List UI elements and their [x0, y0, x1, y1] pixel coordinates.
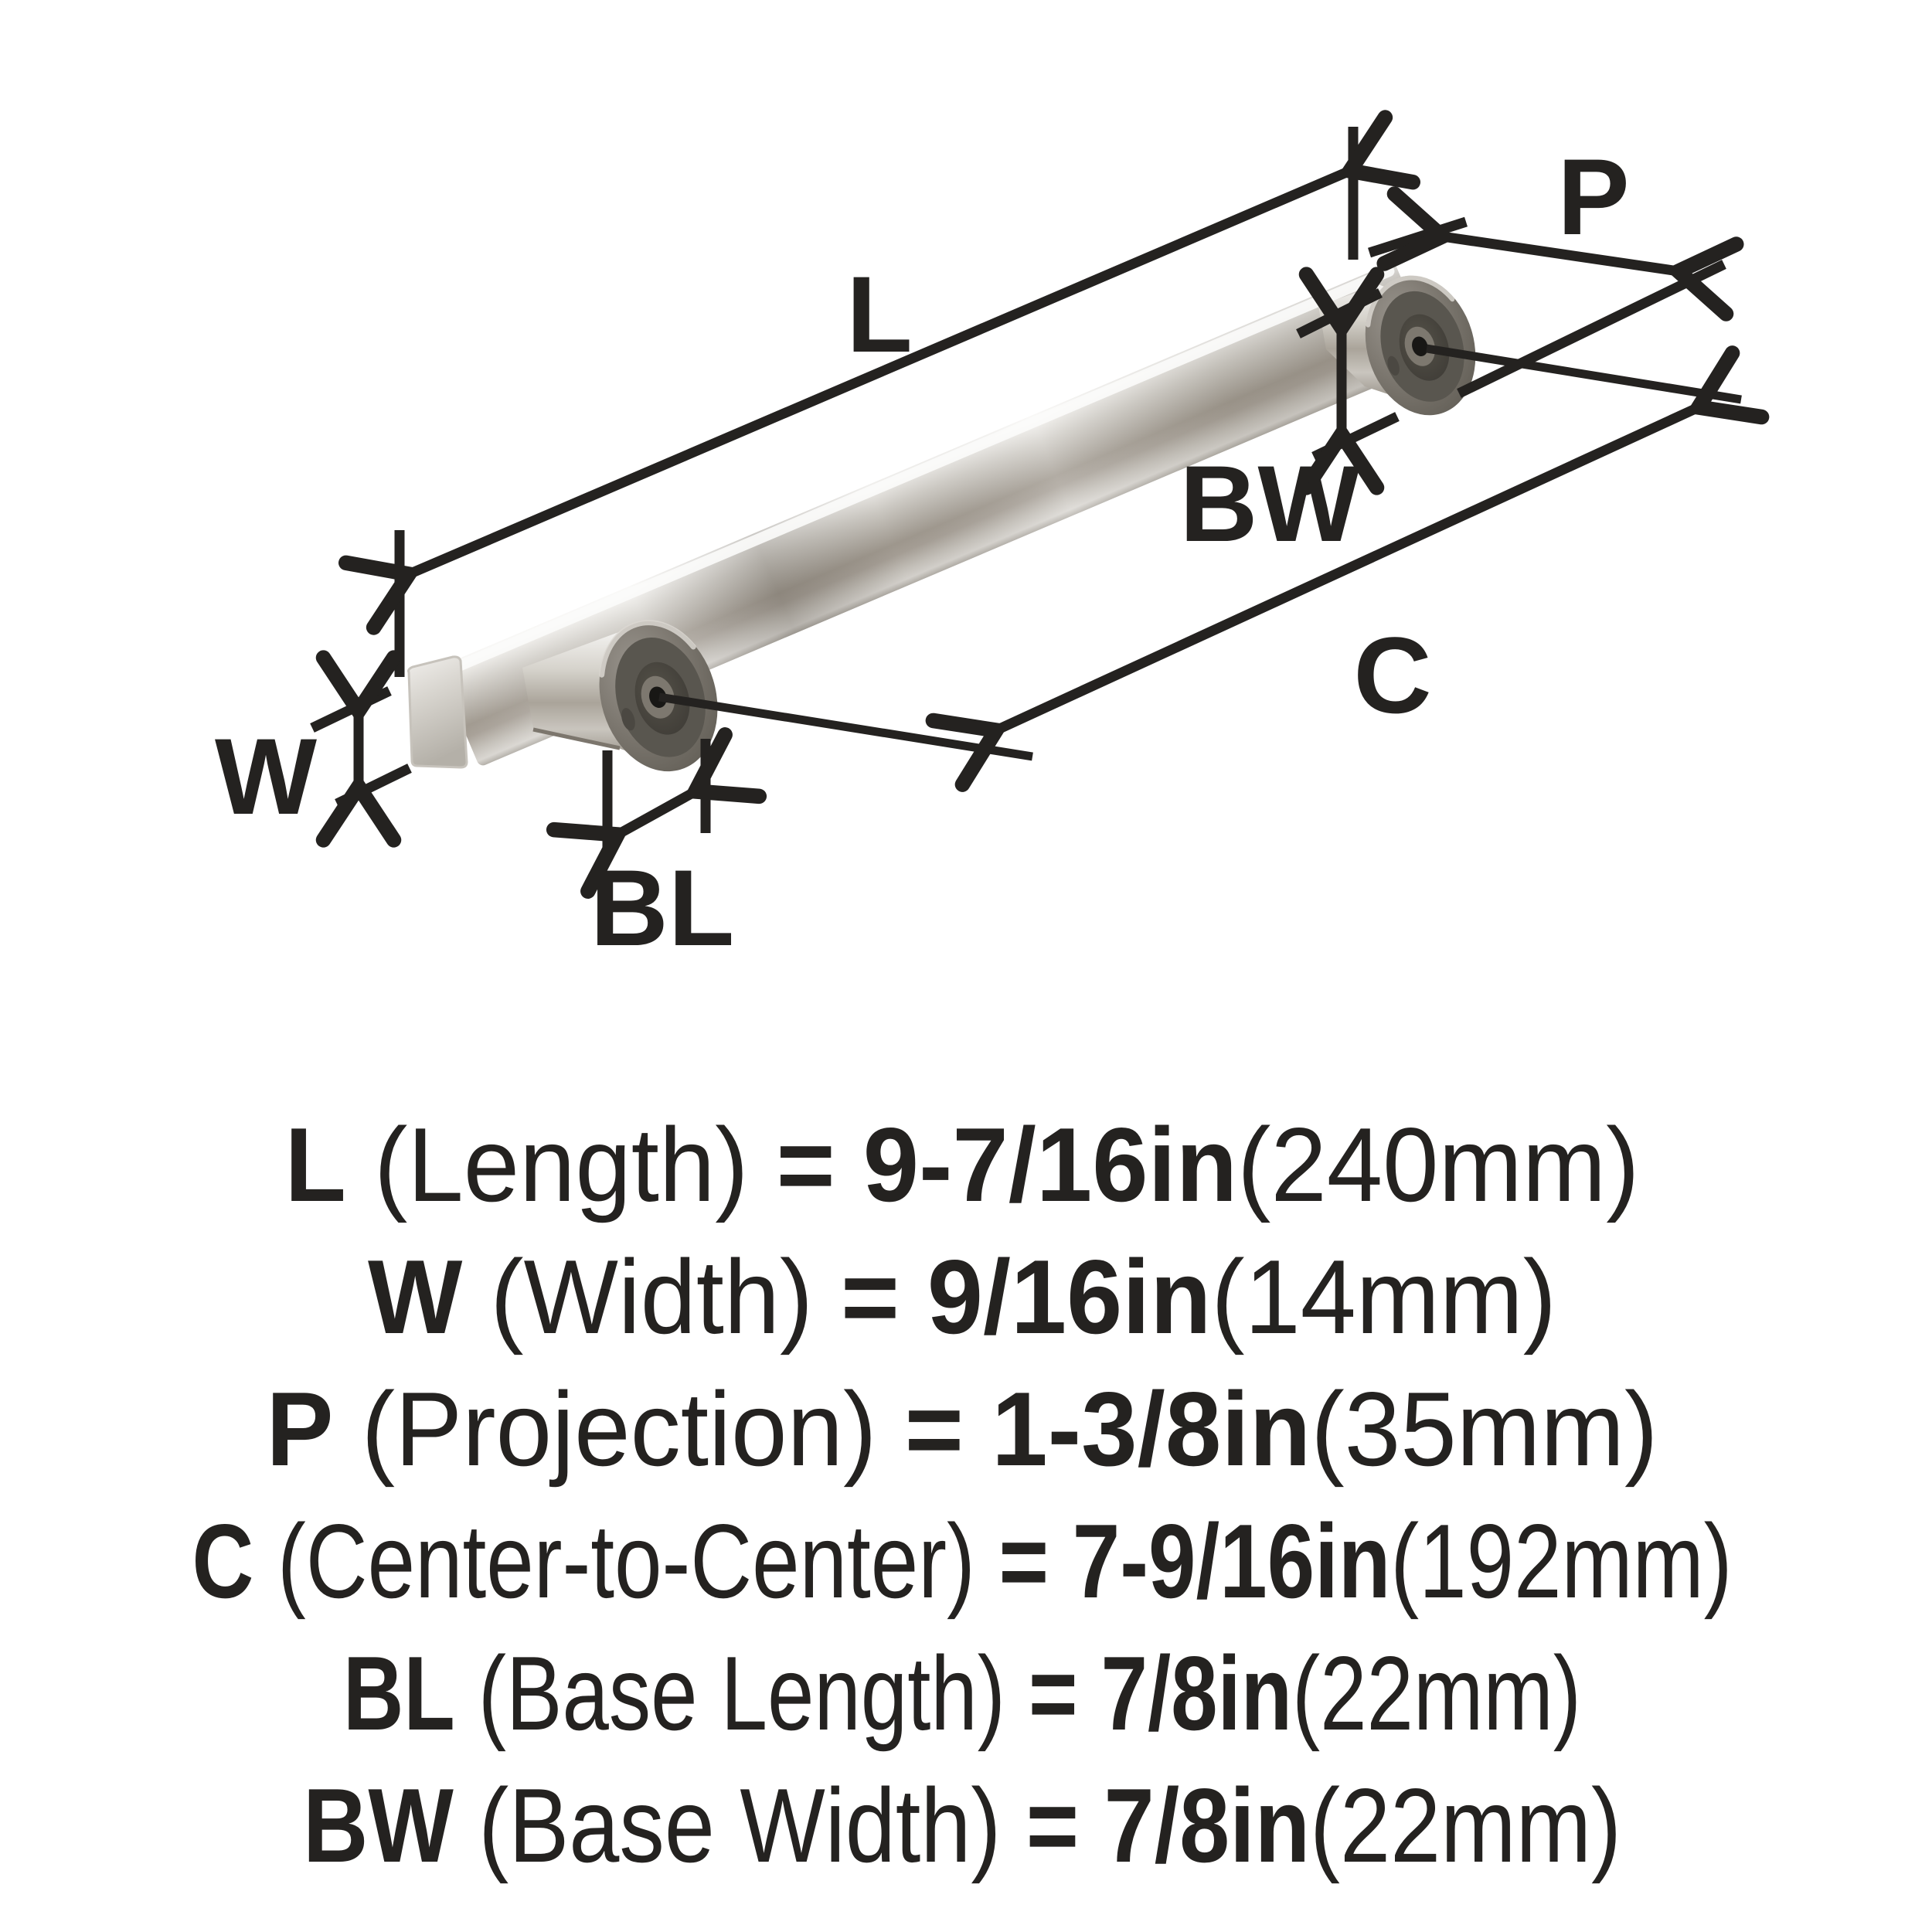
dimension-annotations: L W P BW C: [215, 127, 1741, 968]
dim-center-to-center-arrow: [996, 407, 1699, 730]
dim-center-to-center: C: [658, 344, 1741, 757]
dim-width: W: [215, 691, 412, 837]
spec-text-block: L (Length) = 9-7/16in(240mm) W (Width) =…: [192, 1106, 1733, 1884]
dim-label-P: P: [1557, 136, 1629, 257]
dim-label-BW: BW: [1179, 443, 1359, 564]
spec-line-center-to-center: C (Center-to-Center) = 7-9/16in(192mm): [192, 1502, 1733, 1620]
dim-projection-arrow: [1442, 236, 1679, 271]
dim-base-length: BL: [590, 739, 735, 968]
dim-base-length-arrow: [617, 791, 696, 835]
dim-label-BL: BL: [590, 847, 735, 968]
left-base-screw-hole: [649, 686, 667, 709]
spec-line-length: L (Length) = 9-7/16in(240mm): [285, 1106, 1640, 1223]
dim-label-L: L: [846, 253, 913, 375]
dim-length-arrow: [409, 171, 1350, 574]
left-base-pin: [621, 708, 635, 731]
spec-line-width: W (Width) = 9/16in(14mm): [368, 1238, 1556, 1355]
spec-line-projection: P (Projection) = 1-3/8in(35mm): [267, 1370, 1658, 1488]
handle-bar-end-cap: [407, 655, 468, 769]
dim-label-W: W: [215, 716, 317, 837]
spec-line-base-width: BW (Base Width) = 7/8in(22mm): [303, 1767, 1621, 1884]
dim-length: L: [400, 127, 1353, 677]
spec-line-base-length: BL (Base Length) = 7/8in(22mm): [343, 1634, 1581, 1752]
dim-label-C: C: [1353, 614, 1431, 736]
